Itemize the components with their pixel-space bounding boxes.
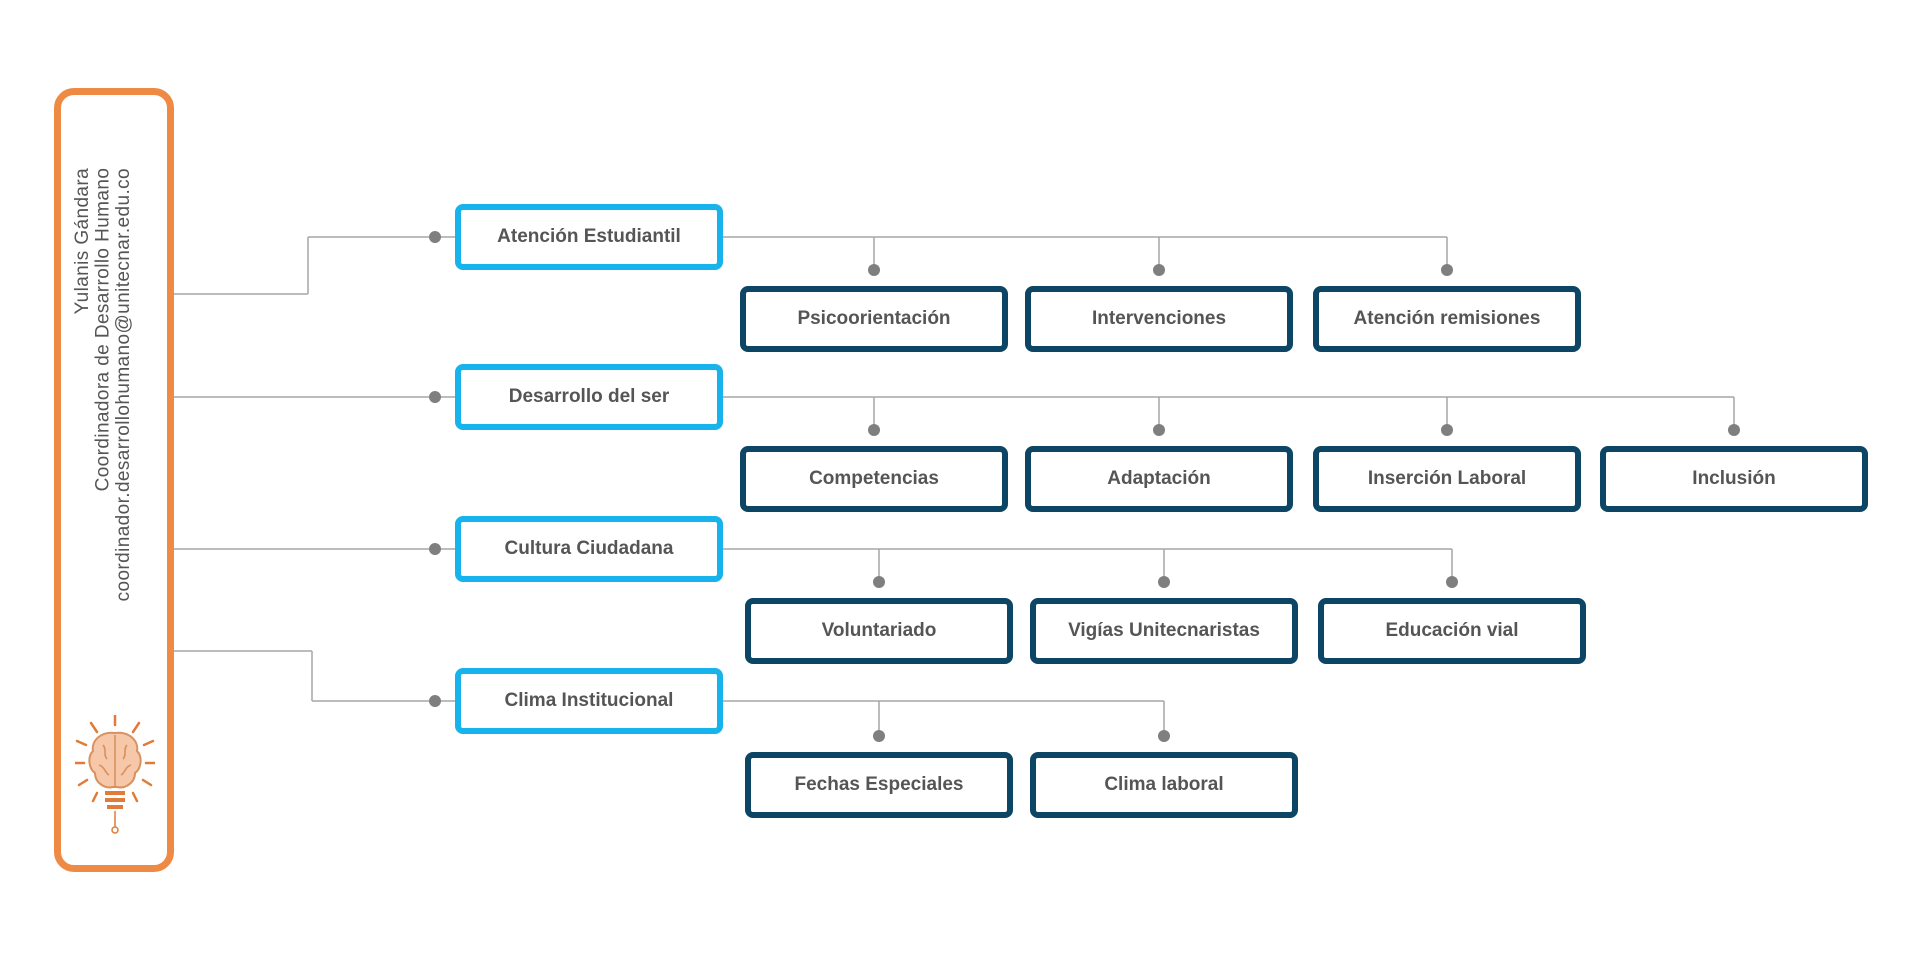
subcategory-node-atencion-remisiones-label: Atención remisiones xyxy=(1353,308,1541,329)
subcategory-node-inclusion[interactable]: Inclusión xyxy=(1600,446,1868,512)
subcategory-node-educacion-vial[interactable]: Educación vial xyxy=(1318,598,1586,664)
subcategory-node-clima-laboral[interactable]: Clima laboral xyxy=(1030,752,1298,818)
subcategory-node-inclusion-label: Inclusión xyxy=(1692,468,1776,489)
connector-dot xyxy=(1153,424,1165,436)
connector-dot xyxy=(429,695,441,707)
category-node-atencion-estudiantil[interactable]: Atención Estudiantil xyxy=(455,204,723,270)
subcategory-node-clima-laboral-label: Clima laboral xyxy=(1104,774,1224,795)
category-node-cultura-ciudadana-label: Cultura Ciudadana xyxy=(504,538,674,559)
subcategory-node-psicoorientacion[interactable]: Psicoorientación xyxy=(740,286,1008,352)
connector-dot xyxy=(1441,424,1453,436)
contact-sidebar: Yulanis Gándara Coordinadora de Desarrol… xyxy=(54,88,174,872)
subcategory-node-psicoorientacion-label: Psicoorientación xyxy=(797,308,951,329)
category-node-desarrollo-del-ser[interactable]: Desarrollo del ser xyxy=(455,364,723,430)
connector-dot xyxy=(1153,264,1165,276)
subcategory-node-vigias-unitecnaristas[interactable]: Vigías Unitecnaristas xyxy=(1030,598,1298,664)
subcategory-node-insercion-laboral[interactable]: Inserción Laboral xyxy=(1313,446,1581,512)
category-node-clima-institucional[interactable]: Clima Institucional xyxy=(455,668,723,734)
subcategory-node-competencias[interactable]: Competencias xyxy=(740,446,1008,512)
subcategory-node-fechas-especiales-label: Fechas Especiales xyxy=(794,774,964,795)
connector-dot xyxy=(429,543,441,555)
connector-dot xyxy=(873,576,885,588)
contact-email[interactable]: coordinador.desarrollohumano@unitecnar.e… xyxy=(113,168,135,602)
connector-dot xyxy=(868,264,880,276)
connector-dot xyxy=(1446,576,1458,588)
category-node-desarrollo-del-ser-label: Desarrollo del ser xyxy=(508,386,670,407)
connector-dot xyxy=(1158,576,1170,588)
subcategory-node-intervenciones[interactable]: Intervenciones xyxy=(1025,286,1293,352)
subcategory-node-insercion-laboral-label: Inserción Laboral xyxy=(1367,468,1527,489)
subcategory-node-voluntariado[interactable]: Voluntariado xyxy=(745,598,1013,664)
subcategory-node-educacion-vial-label: Educación vial xyxy=(1385,620,1519,641)
brain-lightbulb-icon xyxy=(75,715,155,834)
subcategory-node-fechas-especiales[interactable]: Fechas Especiales xyxy=(745,752,1013,818)
subcategory-node-voluntariado-label: Voluntariado xyxy=(821,620,937,641)
connector-dot xyxy=(1158,730,1170,742)
connector-dot xyxy=(873,730,885,742)
subcategory-node-competencias-label: Competencias xyxy=(809,468,939,489)
subcategory-node-vigias-unitecnaristas-label: Vigías Unitecnaristas xyxy=(1068,620,1260,641)
category-node-cultura-ciudadana[interactable]: Cultura Ciudadana xyxy=(455,516,723,582)
category-node-atencion-estudiantil-label: Atención Estudiantil xyxy=(497,226,681,247)
subcategory-node-adaptacion[interactable]: Adaptación xyxy=(1025,446,1293,512)
connector-dot xyxy=(429,391,441,403)
subcategory-node-intervenciones-label: Intervenciones xyxy=(1091,308,1227,329)
connector-dot xyxy=(429,231,441,243)
contact-block: Yulanis Gándara Coordinadora de Desarrol… xyxy=(72,125,163,645)
connector-dot xyxy=(868,424,880,436)
contact-role: Coordinadora de Desarrollo Humano xyxy=(92,168,114,493)
connector-dot xyxy=(1441,264,1453,276)
connector-dot xyxy=(1728,424,1740,436)
subcategory-node-atencion-remisiones[interactable]: Atención remisiones xyxy=(1313,286,1581,352)
category-node-clima-institucional-label: Clima Institucional xyxy=(504,690,674,711)
subcategory-node-adaptacion-label: Adaptación xyxy=(1107,468,1211,489)
contact-name: Yulanis Gándara xyxy=(72,168,93,315)
